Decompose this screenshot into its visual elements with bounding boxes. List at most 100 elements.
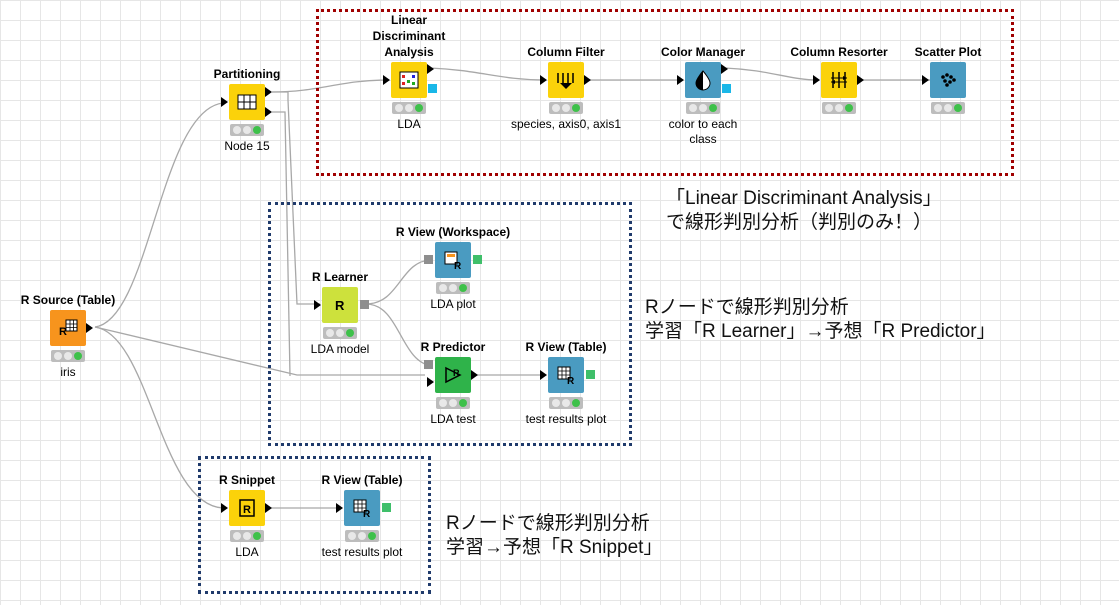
- connection-color-resorter: [724, 67, 819, 81]
- inport[interactable]: [383, 75, 390, 85]
- connection-source-partitioning: [94, 102, 224, 328]
- status-traffic-light: [822, 102, 856, 114]
- r-source-icon: R: [50, 310, 93, 346]
- svg-text:R: R: [243, 504, 251, 516]
- annotation-line: で線形判別分析（判別のみ！）: [666, 212, 933, 233]
- svg-text:R: R: [335, 298, 345, 313]
- inport[interactable]: [221, 97, 228, 107]
- inport[interactable]: [813, 75, 820, 85]
- connection-lda-filter: [429, 67, 546, 81]
- r-view-workspace-icon: R: [424, 242, 482, 278]
- partitioning-icon: [221, 84, 272, 120]
- inport[interactable]: [540, 75, 547, 85]
- status-traffic-light: [230, 124, 264, 136]
- r-learner-group-box: [268, 202, 632, 446]
- outport[interactable]: [471, 370, 478, 380]
- inport[interactable]: [336, 503, 343, 513]
- node-lda[interactable]: Linear Discriminant Analysis LDA: [339, 13, 479, 132]
- node-r-predictor[interactable]: R Predictor R LDA test: [383, 340, 523, 427]
- outport[interactable]: [86, 323, 93, 333]
- model-outport[interactable]: [722, 84, 731, 93]
- inport[interactable]: [427, 377, 434, 387]
- annotation-line: 学習→予想「R Snippet」: [446, 537, 663, 558]
- status-traffic-light: [345, 530, 379, 542]
- r-view-table-icon: R: [336, 490, 391, 526]
- node-partitioning[interactable]: Partitioning Node 15: [177, 67, 317, 154]
- outport[interactable]: [265, 87, 272, 97]
- node-color-manager[interactable]: Color Manager color to each class: [633, 45, 773, 147]
- node-label: LDA model: [310, 342, 370, 356]
- annotation-r-snippet: Rノードで線形判別分析 学習→予想「R Snippet」: [446, 512, 662, 560]
- node-title: R Source (Table): [20, 293, 116, 307]
- node-r-learner[interactable]: R Learner R LDA model: [270, 270, 410, 357]
- node-label: species, axis0, axis1: [510, 117, 622, 131]
- node-label: LDA: [397, 117, 421, 131]
- lda-icon: [383, 62, 437, 98]
- inport[interactable]: [540, 370, 547, 380]
- node-r-snippet[interactable]: R Snippet R LDA: [177, 473, 317, 560]
- inport[interactable]: [221, 503, 228, 513]
- workspace-inport[interactable]: [424, 255, 433, 264]
- status-traffic-light: [686, 102, 720, 114]
- inport[interactable]: [922, 75, 929, 85]
- image-outport[interactable]: [382, 503, 391, 512]
- outport[interactable]: [584, 75, 591, 85]
- status-traffic-light: [392, 102, 426, 114]
- node-label: test results plot: [321, 545, 403, 559]
- color-manager-icon: [677, 62, 731, 98]
- connection-partitioning-learner: [272, 91, 320, 305]
- node-scatter-plot[interactable]: Scatter Plot: [878, 45, 1018, 117]
- node-title: R Predictor: [420, 340, 486, 354]
- connection-source-snippet: [94, 326, 224, 509]
- connection-partitioning-predictor: [272, 111, 291, 377]
- outport[interactable]: [857, 75, 864, 85]
- workspace-inport[interactable]: [424, 360, 433, 369]
- annotation-line: Rノードで線形判別分析: [446, 513, 650, 534]
- image-outport[interactable]: [586, 370, 595, 379]
- r-predictor-icon: R: [424, 357, 478, 393]
- node-title: R Learner: [311, 270, 369, 284]
- node-title: Column Resorter: [790, 45, 888, 59]
- node-column-filter[interactable]: Column Filter species, axis0, axis1: [496, 45, 636, 132]
- inport[interactable]: [677, 75, 684, 85]
- status-traffic-light: [549, 102, 583, 114]
- inport[interactable]: [314, 300, 321, 310]
- node-title: R View (Table): [321, 473, 403, 487]
- node-title: R View (Table): [525, 340, 607, 354]
- outport[interactable]: [265, 503, 272, 513]
- status-traffic-light: [230, 530, 264, 542]
- r-snippet-icon: R: [221, 490, 272, 526]
- status-traffic-light: [436, 282, 470, 294]
- r-snippet-group-box: [198, 456, 431, 594]
- svg-text:R: R: [567, 376, 575, 387]
- outport[interactable]: [721, 64, 728, 74]
- outport[interactable]: [265, 107, 272, 117]
- r-view-table-icon: R: [540, 357, 595, 393]
- svg-text:R: R: [454, 261, 462, 272]
- model-outport[interactable]: [428, 84, 437, 93]
- node-title: Color Manager: [660, 45, 745, 59]
- node-r-source[interactable]: R Source (Table) R iris: [0, 293, 138, 380]
- status-traffic-light: [51, 350, 85, 362]
- node-label: Node 15: [224, 139, 270, 153]
- node-r-view-table[interactable]: R View (Table) R test results plot: [292, 473, 432, 560]
- connection-learner-predictor: [365, 303, 433, 367]
- node-label: LDA test: [430, 412, 476, 426]
- node-title: R Snippet: [219, 473, 275, 487]
- workspace-outport[interactable]: [360, 300, 369, 309]
- scatter-plot-icon: [922, 62, 966, 98]
- node-title: R View (Workspace): [395, 225, 511, 239]
- node-r-view-table[interactable]: R View (Table) R test results plot: [496, 340, 636, 427]
- outport[interactable]: [427, 64, 434, 74]
- node-column-resorter[interactable]: Column Resorter: [769, 45, 909, 117]
- lda-group-box: [316, 9, 1014, 176]
- node-label: LDA plot: [430, 297, 476, 311]
- column-filter-icon: [540, 62, 591, 98]
- annotation-r-nodes: Rノードで線形判別分析 学習「R Learner」→予想「R Predictor…: [645, 296, 996, 344]
- column-resorter-icon: [813, 62, 864, 98]
- annotation-lda: 「Linear Discriminant Analysis」 で線形判別分析（判…: [666, 187, 942, 235]
- image-outport[interactable]: [473, 255, 482, 264]
- node-r-view-workspace[interactable]: R View (Workspace) R LDA plot: [383, 225, 523, 312]
- node-title: Column Filter: [527, 45, 605, 59]
